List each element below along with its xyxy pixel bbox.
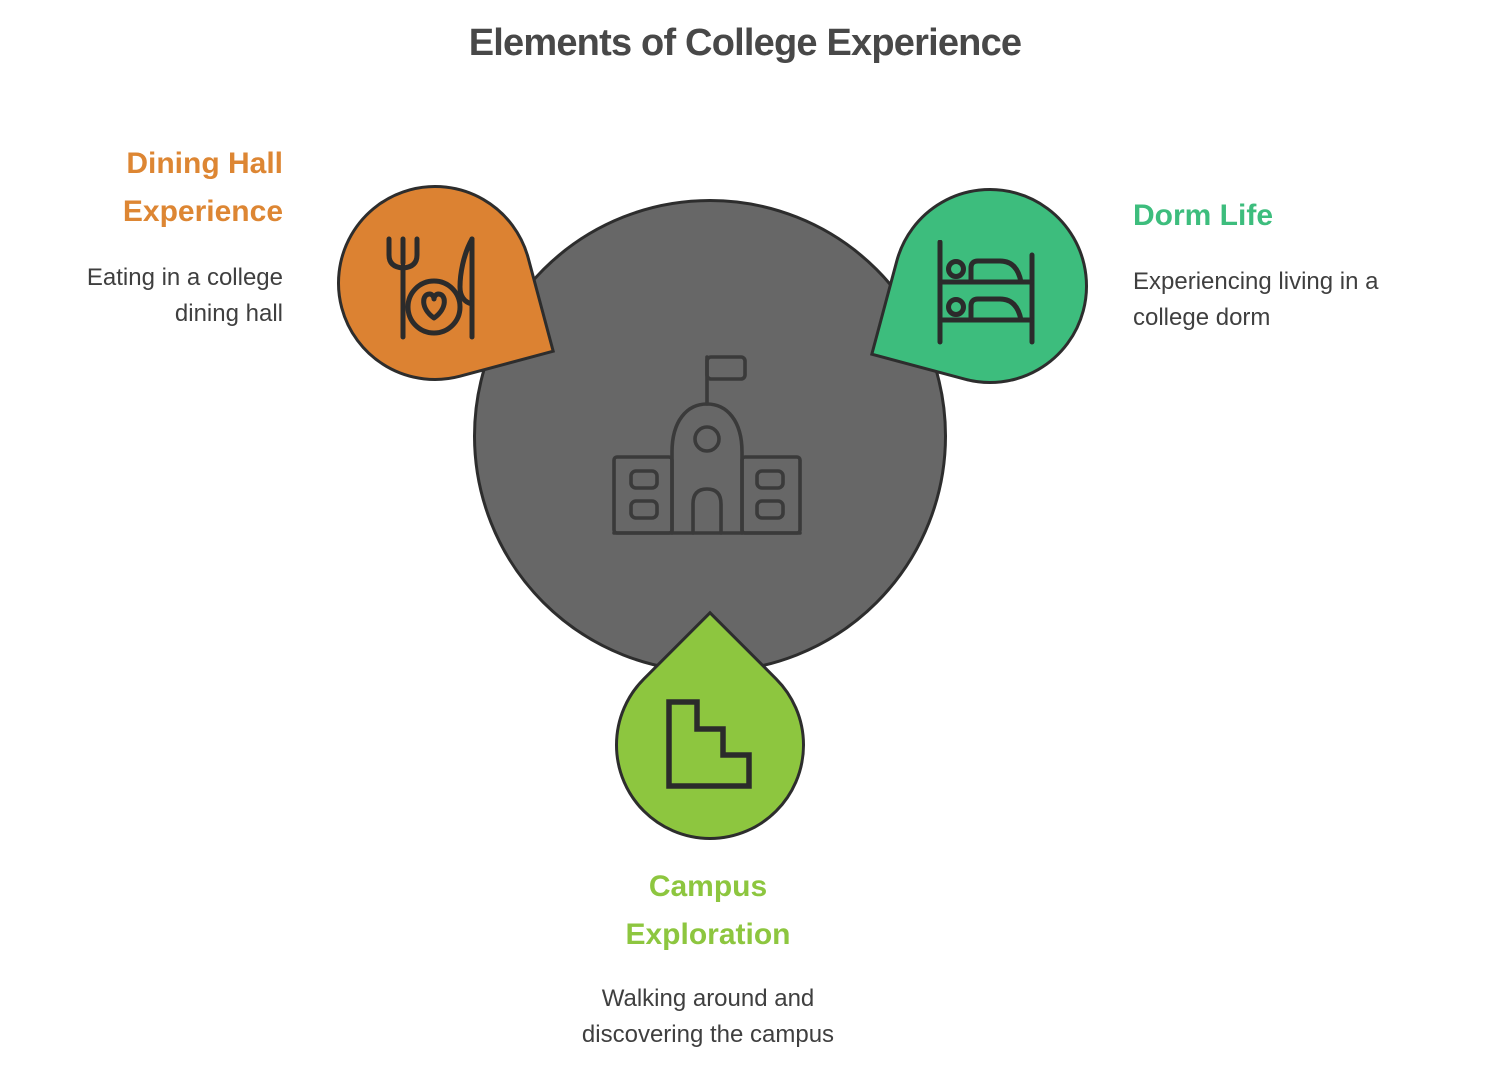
college-building-icon [612,355,802,535]
campus-title: Campus Exploration [625,870,791,951]
stairs-icon [666,699,752,789]
page-title: Elements of College Experience [468,22,1022,64]
dorm-title: Dorm Life [1133,199,1274,232]
dining-title: Dining Hall Experience [122,147,283,228]
dining-description: Eating in a college dining hall [86,264,283,327]
bunk-bed-icon [937,240,1035,345]
center-circle [473,199,947,673]
fork-plate-knife-icon [386,236,475,340]
campus-description: Walking around and discovering the campu… [581,985,835,1048]
dorm-description: Experiencing living in a college dorm [1133,268,1379,331]
